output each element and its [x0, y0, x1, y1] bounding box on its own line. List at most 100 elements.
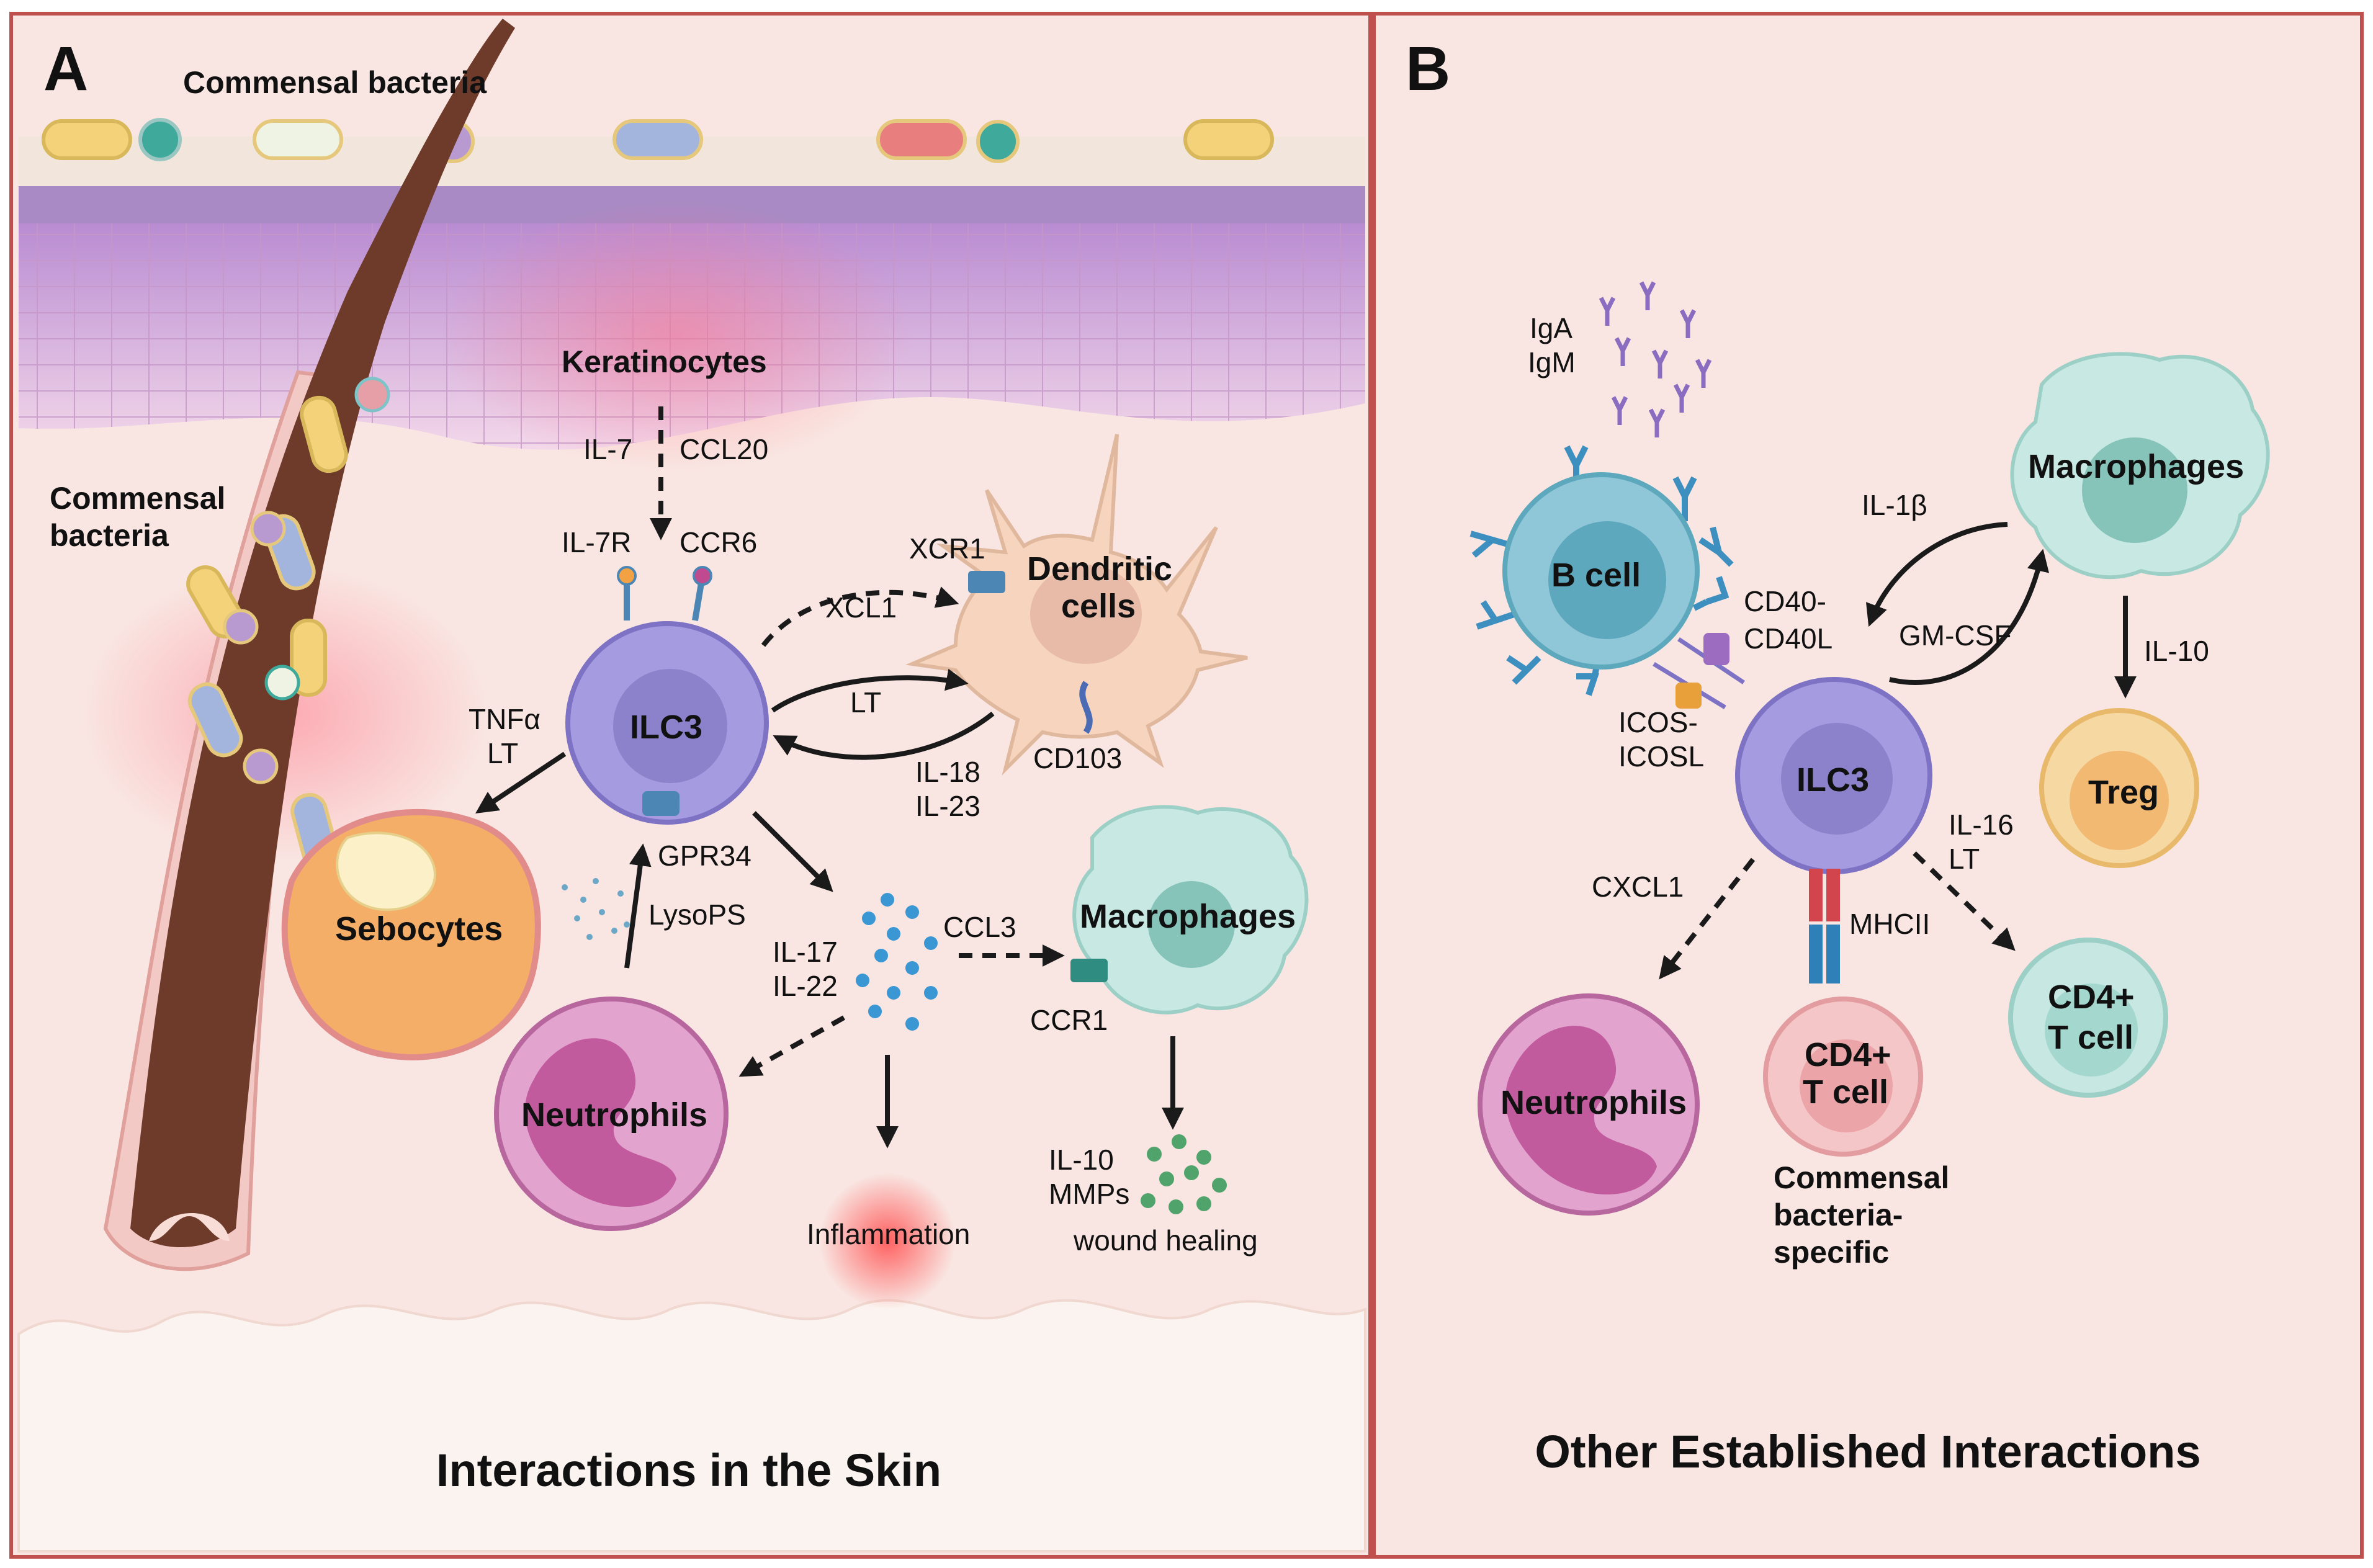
lysops-particles — [562, 878, 630, 940]
dendritic-cells-label-2: cells — [1061, 588, 1136, 625]
il10-a-label: IL-10 — [1049, 1144, 1114, 1176]
igm-label: IgM — [1528, 346, 1576, 379]
bacterium-rod — [42, 119, 132, 160]
keratinocytes-label: Keratinocytes — [562, 344, 767, 379]
cd4-label-2: T cell — [2048, 1019, 2133, 1056]
hair-root — [149, 1213, 230, 1241]
il7r-ligand — [617, 566, 637, 586]
il7-label: IL-7 — [583, 433, 632, 465]
subcutis — [17, 1299, 1366, 1552]
iga-igm-antibodies — [1599, 281, 1712, 437]
panel-b: B IgA IgM B cell CD40- CD40L ICOS- ICOSL… — [1372, 12, 2364, 1559]
ilc3-b-nucleus — [1781, 723, 1893, 835]
follicle-bacterium — [290, 619, 327, 697]
cd4-specific-label-2: T cell — [1803, 1073, 1888, 1111]
cxcl1-label: CXCL1 — [1592, 871, 1684, 903]
lysops-label: LysoPS — [648, 898, 746, 931]
dendritic-cells-label: Dendritic — [1027, 550, 1172, 588]
ccr6-label: CCR6 — [680, 526, 757, 558]
follicle-coccus — [223, 609, 259, 645]
macrophages-a-label: Macrophages — [1080, 898, 1296, 935]
cd4-specific-label: CD4+ — [1805, 1036, 1891, 1073]
lt-left-label: LT — [487, 737, 518, 769]
ilc3-cell-b — [1735, 677, 1932, 983]
il1b-label: IL-1β — [1862, 489, 1927, 521]
neutrophil-b — [1478, 993, 1700, 1216]
neutrophil-b-nucleus — [1505, 1026, 1657, 1194]
gmcsf-label: GM-CSF — [1899, 619, 2011, 652]
mhcii-upper-2 — [1826, 869, 1840, 921]
follicle-coccus — [354, 377, 390, 413]
lysops-arrow — [624, 843, 652, 969]
b-cell — [1469, 445, 1745, 709]
il17-il22-cytokines — [856, 893, 938, 1031]
xcl1-arrow — [761, 586, 959, 647]
follicle-bacterium — [187, 682, 243, 758]
sebaceous-gland — [281, 809, 541, 1060]
cd40l-label: CD40L — [1744, 622, 1832, 655]
lt-arrow — [771, 668, 969, 713]
bacterium-coccus — [138, 118, 182, 161]
lt-b-label: LT — [1949, 843, 1980, 875]
neutrophil-a — [494, 997, 729, 1231]
il17-label: IL-17 — [773, 936, 838, 968]
follicle-bacterium — [300, 395, 348, 473]
il18-il23-arrow — [773, 711, 995, 760]
commensal-specific-label-3: specific — [1774, 1235, 1889, 1270]
bacterium-rod — [1183, 119, 1274, 160]
cd4-nucleus — [2045, 983, 2138, 1077]
panel-b-title: Other Established Interactions — [1535, 1426, 2200, 1477]
ccl3-label: CCL3 — [943, 911, 1016, 943]
il7r-label: IL-7R — [562, 526, 631, 558]
xcl1-label: XCL1 — [825, 591, 897, 624]
panel-a-title: Interactions in the Skin — [436, 1445, 941, 1496]
il18-label: IL-18 — [915, 756, 980, 788]
macrophage-a — [1070, 805, 1309, 1015]
icos-receptor — [1675, 683, 1702, 709]
macrophage-b-nucleus — [2082, 437, 2187, 543]
commensal-specific-label-2: bacteria- — [1774, 1198, 1903, 1232]
tnfa-label: TNFα — [469, 703, 541, 735]
bacterium-rod — [876, 119, 967, 160]
inflammation-label: Inflammation — [807, 1218, 970, 1250]
bacterium-coccus — [976, 120, 1020, 163]
follicle-coccus — [264, 665, 300, 701]
ilc3-to-cytokines-arrow — [752, 811, 833, 892]
tnfa-lt-arrow — [475, 751, 567, 813]
macrophage-a-nucleus — [1148, 881, 1235, 968]
gpr34-label: GPR34 — [658, 840, 751, 872]
ilc3-nucleus — [613, 669, 727, 783]
b-cell-label: B cell — [1551, 557, 1641, 594]
inflammation-glow — [819, 1173, 956, 1309]
cd4-label: CD4+ — [2048, 979, 2135, 1016]
il10-mmps-particles — [1141, 1134, 1227, 1214]
il10-b-label: IL-10 — [2144, 635, 2209, 667]
hair-shaft — [130, 19, 515, 1247]
neutrophil-a-nucleus — [524, 1038, 676, 1207]
lt-label: LT — [850, 686, 881, 719]
cd4-specific-nucleus — [1800, 1039, 1893, 1132]
cd103-label: CD103 — [1033, 742, 1122, 774]
tcr-lower — [1809, 925, 1823, 983]
hair-follicle — [103, 19, 515, 1271]
commensal-bacteria-top-label: Commensal bacteria — [183, 65, 487, 100]
bacterium-rod — [253, 119, 343, 160]
panel-b-letter: B — [1406, 34, 1450, 104]
mmps-label: MMPs — [1049, 1178, 1129, 1210]
il22-label: IL-22 — [773, 970, 838, 1002]
treg-nucleus — [2070, 751, 2169, 850]
macrophage-b — [2010, 352, 2270, 580]
icos-label: ICOS- — [1618, 706, 1698, 738]
il1b-arrow — [1866, 522, 2008, 627]
neutrophils-a-label: Neutrophils — [521, 1096, 707, 1134]
b-cell-nucleus — [1548, 521, 1666, 639]
neutrophils-b-label: Neutrophils — [1501, 1084, 1687, 1121]
follicle-coccus — [250, 511, 286, 547]
cxcl1-arrow — [1659, 858, 1756, 980]
icosl-label: ICOSL — [1618, 740, 1704, 773]
ccr6-ligand — [693, 566, 712, 586]
ccr1-label: CCR1 — [1030, 1004, 1108, 1036]
treg-cell — [2039, 708, 2199, 868]
xcr1-receptor — [968, 571, 1005, 593]
